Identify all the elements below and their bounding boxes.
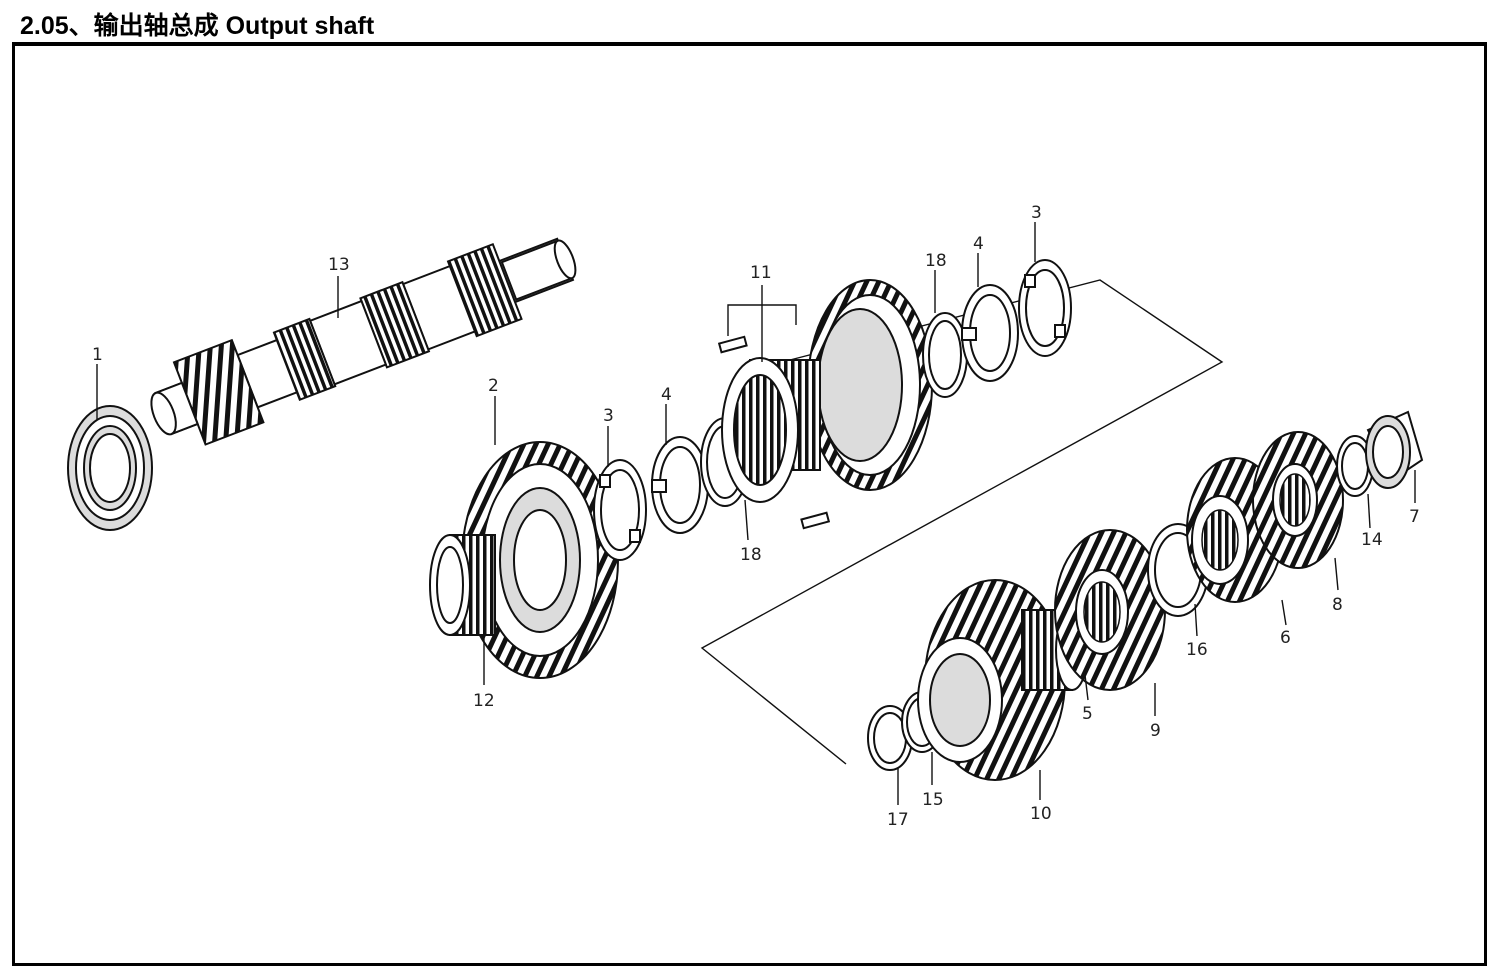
- output-shaft: [150, 237, 577, 446]
- gear-2: [461, 441, 619, 679]
- callout-3-right: 3: [1031, 203, 1042, 223]
- callout-4-right: 4: [973, 234, 984, 254]
- synchro-ring-3-left: [593, 459, 647, 561]
- callout-5: 5: [1082, 704, 1093, 724]
- needle-bearing-12: [429, 534, 496, 636]
- callout-8: 8: [1332, 595, 1343, 615]
- diagram-frame: [12, 42, 1487, 966]
- leader-lines: [96, 222, 1416, 805]
- callout-6: 6: [1280, 628, 1291, 648]
- bearing-1: [67, 405, 153, 531]
- callout-15: 15: [922, 790, 944, 810]
- callout-7: 7: [1409, 507, 1420, 527]
- callout-18-left: 18: [740, 545, 762, 565]
- callout-9: 9: [1150, 721, 1161, 741]
- gear-8: [1252, 431, 1344, 569]
- callout-4-left: 4: [661, 385, 672, 405]
- callout-1: 1: [92, 345, 103, 365]
- callout-labels: 1 2 3 3 4 4 5 6 7 8 9 10 11 12 13 14 15 …: [92, 203, 1420, 830]
- callout-18-right: 18: [925, 251, 947, 271]
- snap-ring-18-right: [922, 312, 968, 398]
- callout-17: 17: [887, 810, 909, 830]
- callout-3-left: 3: [603, 406, 614, 426]
- synchronizer-hub-11: [717, 279, 933, 530]
- gear-9: [1054, 529, 1166, 691]
- clip-ring-4-right: [961, 284, 1019, 382]
- callout-2: 2: [488, 376, 499, 396]
- callout-14: 14: [1361, 530, 1383, 550]
- synchro-ring-3-right: [1018, 259, 1072, 357]
- callout-13: 13: [328, 255, 350, 275]
- clip-ring-4-left: [651, 436, 709, 534]
- page-title: 2.05、输出轴总成 Output shaft: [20, 12, 375, 40]
- callout-16: 16: [1186, 640, 1208, 660]
- callout-12: 12: [473, 691, 495, 711]
- callout-10: 10: [1030, 804, 1052, 824]
- callout-11: 11: [750, 263, 772, 283]
- bearing-7: [1365, 410, 1424, 489]
